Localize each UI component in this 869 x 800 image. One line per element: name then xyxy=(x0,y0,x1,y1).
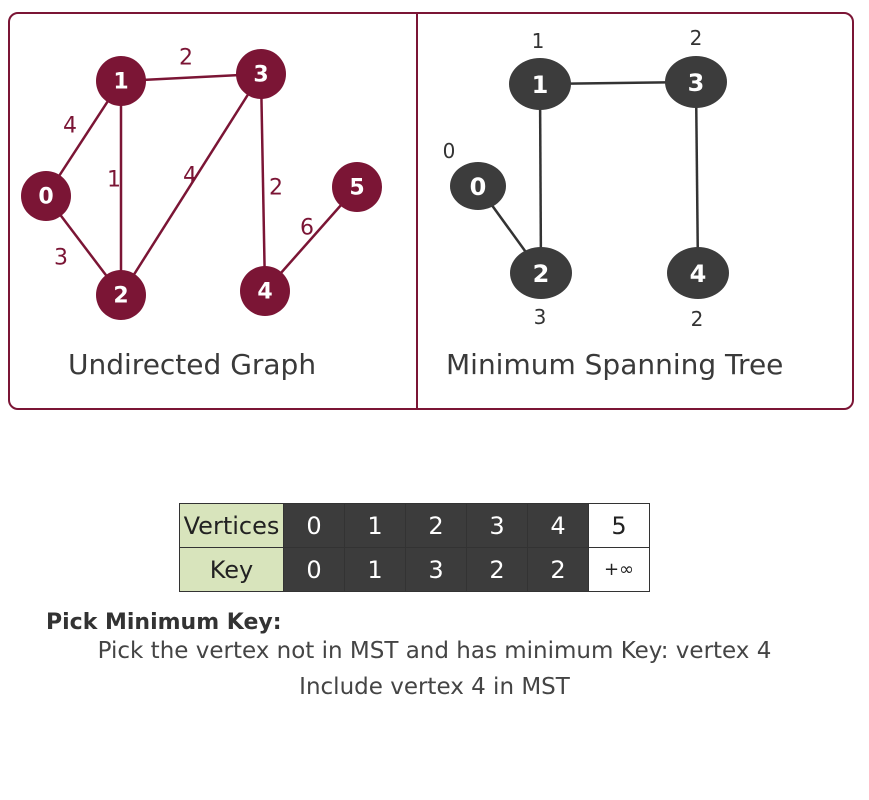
mst-edge-1-2 xyxy=(538,83,543,274)
graph-node-0 xyxy=(21,171,71,221)
graph-edge-weight-1-2: 1 xyxy=(107,168,121,193)
mst-node-key-1: 1 xyxy=(532,29,545,53)
step-action: Include vertex 4 in MST xyxy=(299,674,570,700)
mst-node-3 xyxy=(665,56,727,108)
vertex-cell-5: 5 xyxy=(588,503,650,548)
vertex-cell-3: 3 xyxy=(466,503,528,548)
diagram-frame xyxy=(8,12,854,410)
vertex-cell-4: 4 xyxy=(527,503,589,548)
mst-edge-3-4 xyxy=(694,81,700,274)
graph-edge-3-2 xyxy=(119,73,263,296)
graph-edge-weight-0-1: 4 xyxy=(63,114,77,139)
mst-node-4 xyxy=(667,247,729,299)
mst-node-label-3: 3 xyxy=(688,69,705,97)
mst-node-1 xyxy=(509,58,571,110)
mst-node-key-0: 0 xyxy=(443,139,456,163)
graph-node-label-3: 3 xyxy=(253,63,268,88)
mst-node-label-2: 2 xyxy=(533,260,550,288)
step-description-text: Pick the vertex not in MST and has minim… xyxy=(97,638,772,664)
graph-edge-3-4 xyxy=(259,73,267,292)
graph-node-4 xyxy=(240,266,290,316)
panel-divider xyxy=(416,12,418,410)
graph-node-3 xyxy=(236,49,286,99)
graph-node-label-4: 4 xyxy=(257,280,272,305)
graph-edge-weight-1-3: 2 xyxy=(179,46,193,71)
graph-node-2 xyxy=(96,270,146,320)
mst-caption: Minimum Spanning Tree xyxy=(446,348,784,381)
step-description: Pick the vertex not in MST and has minim… xyxy=(0,638,869,664)
graph-edge-weight-3-4: 2 xyxy=(269,176,283,201)
vertex-cell-1: 1 xyxy=(344,503,406,548)
mst-node-key-3: 2 xyxy=(690,26,703,50)
mst-node-key-4: 2 xyxy=(691,307,704,331)
vertices-row-label: Vertices xyxy=(179,503,284,548)
key-cell-3: 2 xyxy=(466,547,528,592)
graph-edge-weight-4-5: 6 xyxy=(300,216,314,241)
key-table: Vertices 0 1 2 3 4 5 Key 0 1 3 2 2 +∞ xyxy=(179,503,650,592)
key-cell-4: 2 xyxy=(527,547,589,592)
key-cell-2: 3 xyxy=(405,547,467,592)
graph-node-5 xyxy=(332,162,382,212)
key-row-label: Key xyxy=(179,547,284,592)
undirected-graph-caption: Undirected Graph xyxy=(68,348,317,381)
graph-node-label-1: 1 xyxy=(113,70,128,95)
key-cell-0: 0 xyxy=(283,547,345,592)
vertices-row: Vertices 0 1 2 3 4 5 xyxy=(179,503,650,548)
mst-node-label-1: 1 xyxy=(532,71,549,99)
mst-node-0 xyxy=(450,162,506,210)
mst-node-key-2: 3 xyxy=(534,305,547,329)
graph-edge-weight-0-2: 3 xyxy=(54,246,68,271)
graph-node-label-0: 0 xyxy=(38,185,53,210)
mst-node-2 xyxy=(510,247,572,299)
mst-node-label-4: 4 xyxy=(690,260,707,288)
vertex-cell-0: 0 xyxy=(283,503,345,548)
graph-node-label-2: 2 xyxy=(113,284,128,309)
key-cell-1: 1 xyxy=(344,547,406,592)
step-title: Pick Minimum Key: xyxy=(46,610,282,635)
key-cell-5: +∞ xyxy=(588,547,650,592)
graph-edge-weight-3-2: 4 xyxy=(183,164,197,189)
mst-node-label-0: 0 xyxy=(470,173,487,201)
graph-node-label-5: 5 xyxy=(349,176,364,201)
graph-node-1 xyxy=(96,56,146,106)
key-row: Key 0 1 3 2 2 +∞ xyxy=(179,547,650,592)
vertex-cell-2: 2 xyxy=(405,503,467,548)
